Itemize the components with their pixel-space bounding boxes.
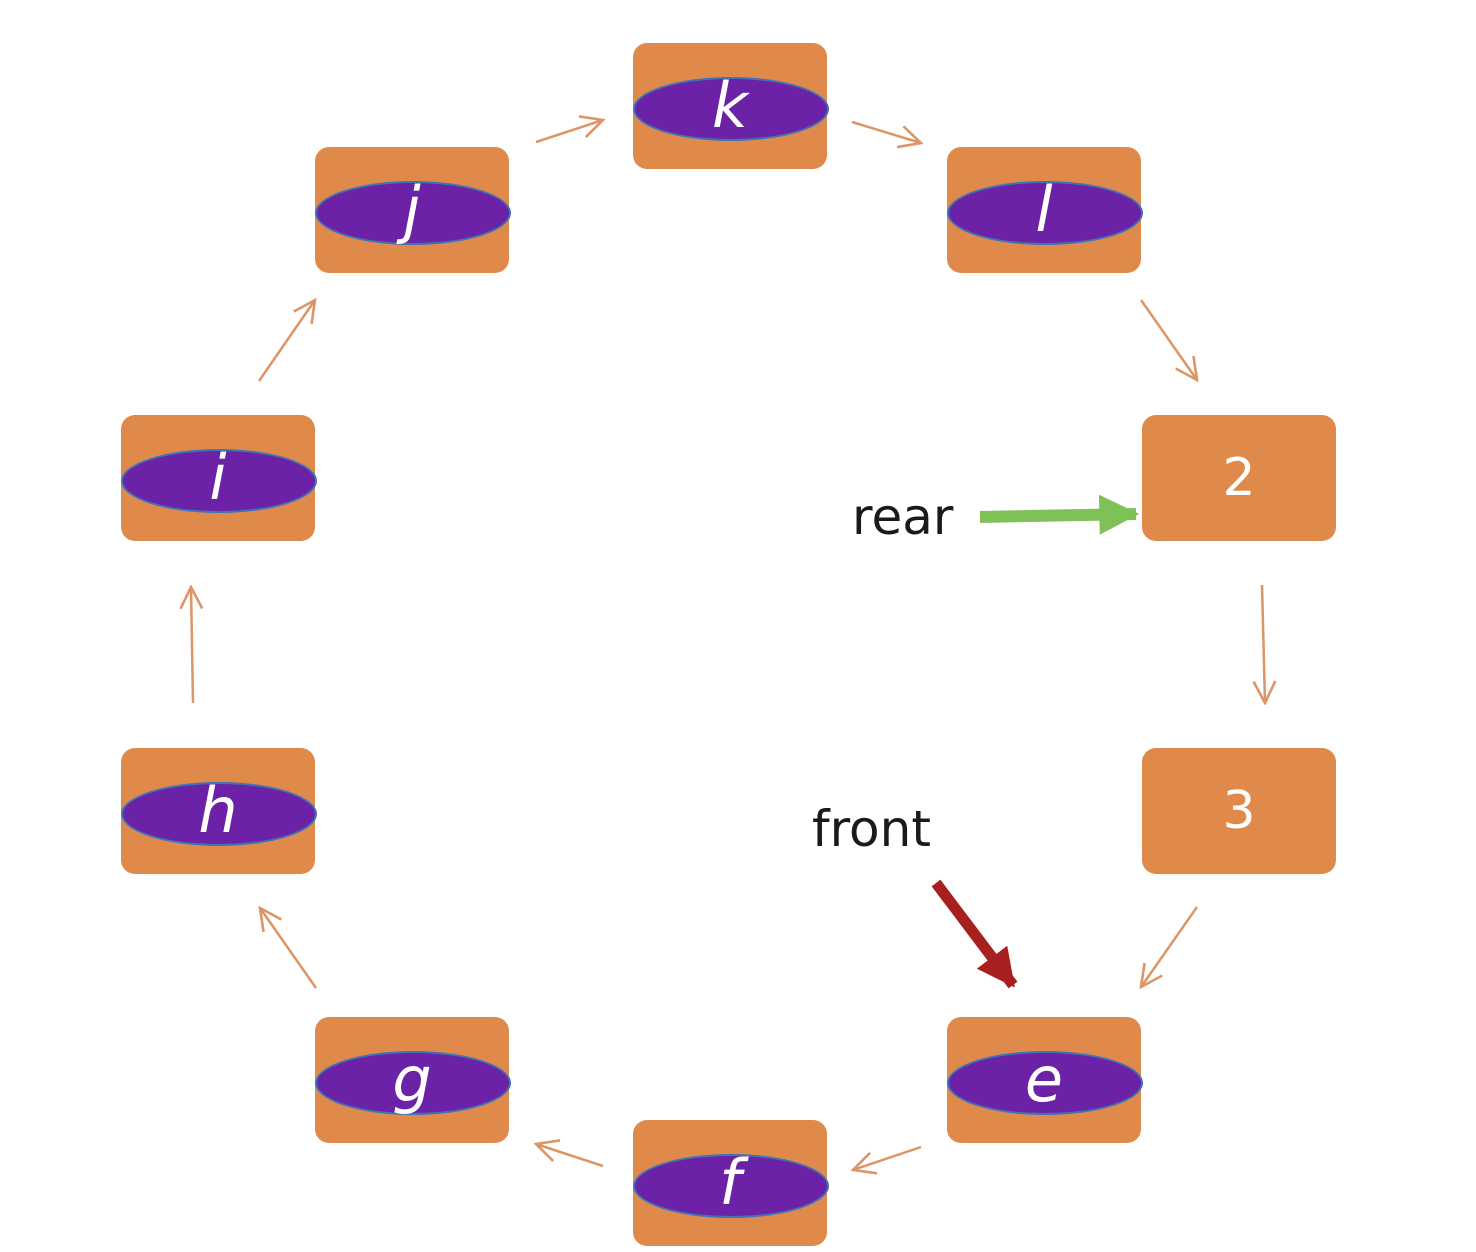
rear-pointer-arrow xyxy=(979,494,1140,535)
link-arrow-h-to-i xyxy=(191,587,193,704)
link-arrow-l-to-2 xyxy=(1139,299,1197,380)
queue-slot-2: 2 xyxy=(1142,415,1336,541)
link-arrow-j-to-k xyxy=(535,120,603,144)
queue-slot-h: h xyxy=(121,748,317,874)
filled-marker xyxy=(315,181,511,245)
filled-marker xyxy=(947,1051,1143,1115)
queue-slot-label: e xyxy=(1024,1043,1064,1116)
filled-marker xyxy=(633,1154,829,1218)
queue-slot-label: f xyxy=(719,1146,741,1219)
queue-slot-k: k xyxy=(633,43,829,169)
rear-label: rear xyxy=(852,488,954,546)
queue-slot-label: g xyxy=(392,1043,432,1116)
link-arrow-k-to-l xyxy=(851,120,921,143)
queue-slot-label: k xyxy=(712,69,748,142)
front-label: front xyxy=(812,800,931,858)
queue-slot-3: 3 xyxy=(1142,748,1336,874)
filled-marker xyxy=(633,77,829,141)
queue-slot-label: h xyxy=(198,774,238,847)
queue-slot-f: f xyxy=(633,1120,829,1246)
queue-slot-label: l xyxy=(1035,173,1053,246)
link-arrow-g-to-h xyxy=(260,908,318,989)
front-pointer-arrow xyxy=(931,879,1018,989)
queue-slot-l: l xyxy=(947,147,1143,273)
link-arrow-i-to-j xyxy=(257,300,315,382)
filled-marker xyxy=(121,449,317,513)
queue-slot-label: j xyxy=(403,173,421,246)
link-arrow-f-to-g xyxy=(536,1144,604,1168)
queue-slot-g: g xyxy=(315,1017,511,1143)
link-arrow-e-to-f xyxy=(853,1145,922,1170)
queue-slot-j: j xyxy=(315,147,511,273)
filled-marker xyxy=(315,1051,511,1115)
queue-slot-e: e xyxy=(947,1017,1143,1143)
filled-marker xyxy=(121,782,317,846)
queue-slot-label: i xyxy=(209,441,227,514)
queue-slot-label: 2 xyxy=(1222,448,1256,508)
link-arrow-3-to-e xyxy=(1141,906,1199,987)
filled-marker xyxy=(947,181,1143,245)
queue-slot-i: i xyxy=(121,415,317,541)
queue-slot-label: 3 xyxy=(1222,781,1256,841)
link-arrow-2-to-3 xyxy=(1262,584,1265,703)
